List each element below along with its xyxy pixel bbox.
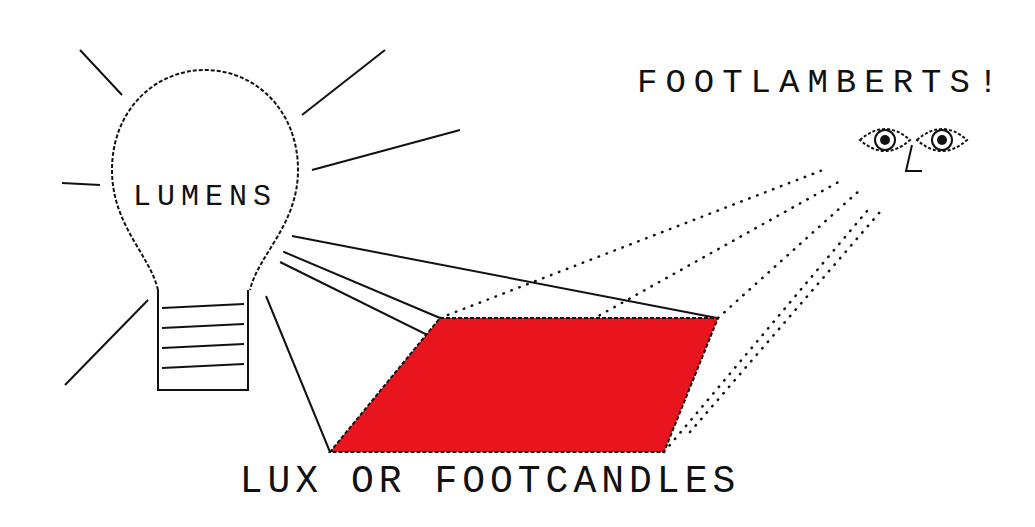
eyes-drawing	[860, 129, 967, 171]
eye-outline	[917, 129, 967, 151]
sight-line	[718, 190, 860, 318]
bulb-thread	[162, 364, 244, 368]
nose	[906, 145, 922, 171]
iris	[875, 130, 895, 150]
viewer-label: FOOTLAMBERTS!	[637, 65, 1025, 102]
bulb-outline	[110, 65, 300, 395]
bulb-thread	[162, 304, 244, 308]
bulb-base	[158, 290, 248, 390]
pupil	[937, 135, 947, 145]
viewer-eyes: FOOTLAMBERTS!	[630, 60, 1025, 192]
eye-outline	[860, 129, 910, 151]
bulb-glass	[112, 70, 298, 290]
sight-line	[440, 168, 828, 318]
light-beam	[284, 252, 440, 318]
light-ray	[80, 50, 122, 95]
bulb-thread	[162, 324, 244, 328]
light-ray	[312, 130, 460, 170]
light-beam	[292, 236, 717, 318]
light-beam	[266, 296, 330, 452]
red-surface	[330, 318, 718, 452]
light-beams	[266, 236, 717, 452]
bulb-thread	[162, 344, 244, 348]
light-bulb: LUMENS	[110, 65, 300, 395]
pupil	[880, 135, 890, 145]
iris	[932, 130, 952, 150]
light-ray	[302, 50, 385, 115]
surface-label: LUX OR FOOTCANDLES	[230, 461, 750, 503]
bulb-threads	[162, 304, 244, 368]
lit-surface: LUX OR FOOTCANDLES	[230, 315, 750, 507]
sight-line	[690, 212, 880, 432]
light-ray	[65, 300, 148, 385]
bulb-label: LUMENS	[110, 181, 300, 214]
light-rays	[62, 50, 460, 385]
light-ray	[62, 183, 100, 185]
